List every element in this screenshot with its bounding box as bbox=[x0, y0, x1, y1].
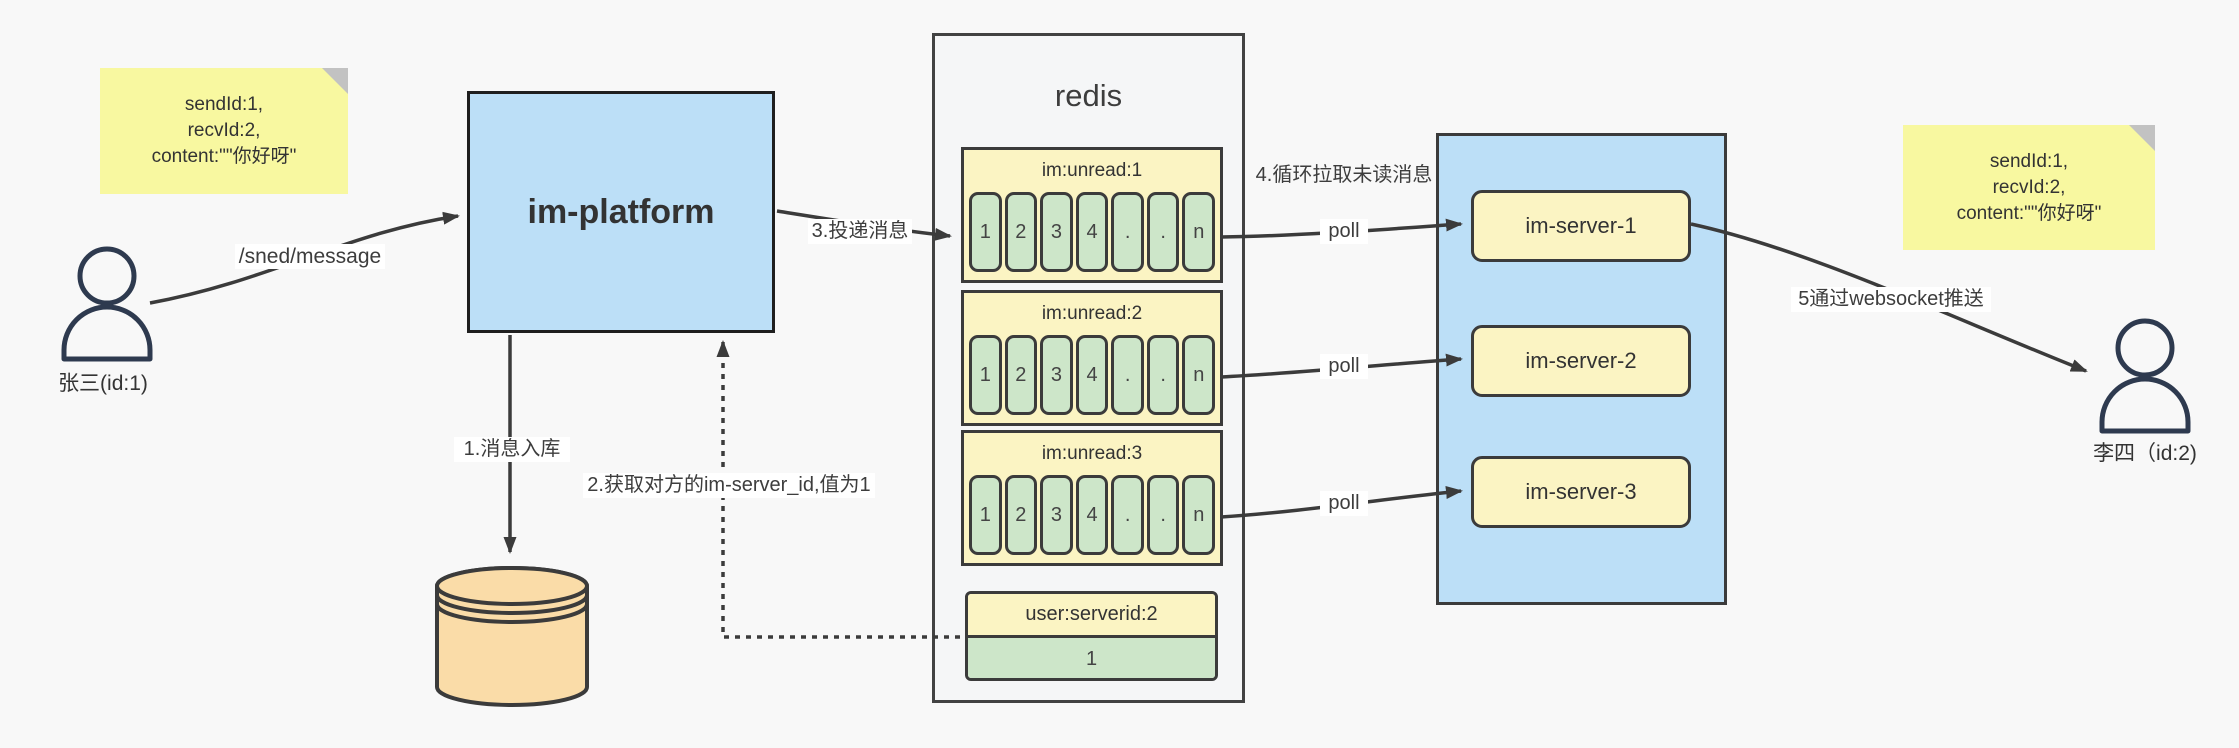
im-server-1-node: im-server-1 bbox=[1471, 190, 1691, 262]
sender-message-note: sendId:1, recvId:2, content:""你好呀" bbox=[100, 68, 348, 194]
note-line: content:""你好呀" bbox=[151, 146, 297, 167]
note-line: content:""你好呀" bbox=[1956, 202, 2102, 224]
queue-cell: 1 bbox=[969, 335, 1002, 415]
edge-label-poll-2: poll bbox=[1320, 354, 1368, 379]
note-line: sendId:1, bbox=[1989, 150, 2069, 172]
edge-label-push: 5通过websocket推送 bbox=[1791, 287, 1991, 312]
queue-cell: 1 bbox=[969, 475, 1002, 555]
note-fold-icon bbox=[322, 68, 348, 94]
user-serverid-key: user:serverid:2 bbox=[968, 594, 1215, 638]
queue-cell: 3 bbox=[1040, 335, 1073, 415]
queue-name: im:unread:3 bbox=[1041, 443, 1143, 464]
sender-user-label: 张三(id:1) bbox=[58, 372, 148, 395]
edge-label-pull: 4.循环拉取未读消息 bbox=[1255, 164, 1433, 186]
im-server-2-label: im-server-2 bbox=[1525, 348, 1637, 373]
queue-im-unread-3: im:unread:3 1 2 3 4 . . n bbox=[961, 430, 1223, 566]
queue-cell: . bbox=[1111, 475, 1144, 555]
im-server-3-label: im-server-3 bbox=[1525, 479, 1637, 504]
note-line: recvId:2, bbox=[1992, 176, 2066, 198]
mysql-database-cylinder-icon bbox=[435, 566, 589, 707]
receiver-message-note: sendId:1, recvId:2, content:""你好呀" bbox=[1903, 125, 2155, 250]
im-platform-label: im-platform bbox=[527, 192, 715, 231]
queue-cell: 4 bbox=[1075, 192, 1109, 272]
queue-cell: 3 bbox=[1040, 475, 1073, 555]
im-platform-node: im-platform bbox=[467, 91, 775, 333]
queue-cell: n bbox=[1182, 335, 1216, 415]
queue-cells: 1 2 3 4 . . n bbox=[964, 192, 1220, 272]
note-line: recvId:2, bbox=[187, 120, 261, 141]
edge-label-deliver: 3.投递消息 bbox=[808, 219, 912, 244]
queue-cell: 2 bbox=[1004, 475, 1038, 555]
queue-cell: 1 bbox=[969, 192, 1002, 272]
note-line: sendId:1, bbox=[184, 94, 264, 115]
edge-label-lookup: 2.获取对方的im-server_id,值为1 bbox=[583, 473, 875, 498]
queue-cell: n bbox=[1182, 192, 1216, 272]
im-server-3-node: im-server-3 bbox=[1471, 456, 1691, 528]
im-server-1-label: im-server-1 bbox=[1525, 213, 1637, 238]
receiver-user-icon bbox=[2099, 318, 2191, 434]
edge-label-poll-3: poll bbox=[1320, 491, 1368, 516]
queue-name: im:unread:2 bbox=[1041, 303, 1143, 324]
receiver-user-label: 李四（id:2) bbox=[2093, 442, 2197, 465]
queue-cell: 2 bbox=[1004, 192, 1038, 272]
im-server-2-node: im-server-2 bbox=[1471, 325, 1691, 397]
queue-im-unread-1: im:unread:1 1 2 3 4 . . n bbox=[961, 147, 1223, 283]
queue-cell: 4 bbox=[1075, 335, 1109, 415]
edge-label-store: 1.消息入库 bbox=[454, 437, 570, 462]
sender-user-icon bbox=[61, 246, 153, 362]
queue-cell: . bbox=[1146, 335, 1180, 415]
note-fold-icon bbox=[2129, 125, 2155, 151]
queue-cell: n bbox=[1182, 475, 1216, 555]
queue-cell: . bbox=[1111, 192, 1144, 272]
redis-title: redis bbox=[1054, 78, 1123, 113]
user-serverid-value: 1 bbox=[968, 638, 1215, 678]
edge-label-send: /sned/message bbox=[235, 244, 385, 269]
queue-cell: 3 bbox=[1040, 192, 1073, 272]
redis-container: redis im:unread:1 1 2 3 4 . . n im:unrea… bbox=[932, 33, 1245, 703]
queue-cells: 1 2 3 4 . . n bbox=[964, 475, 1220, 555]
queue-cell: 4 bbox=[1075, 475, 1109, 555]
edge-label-poll-1: poll bbox=[1320, 219, 1368, 244]
queue-cell: . bbox=[1146, 192, 1180, 272]
user-serverid-node: user:serverid:2 1 bbox=[965, 591, 1218, 681]
queue-cell: . bbox=[1146, 475, 1180, 555]
queue-im-unread-2: im:unread:2 1 2 3 4 . . n bbox=[961, 290, 1223, 426]
queue-cell: 2 bbox=[1004, 335, 1038, 415]
queue-cells: 1 2 3 4 . . n bbox=[964, 335, 1220, 415]
im-server-group: im-server-1 im-server-2 im-server-3 bbox=[1436, 133, 1727, 605]
queue-cell: . bbox=[1111, 335, 1144, 415]
queue-name: im:unread:1 bbox=[1041, 160, 1143, 181]
